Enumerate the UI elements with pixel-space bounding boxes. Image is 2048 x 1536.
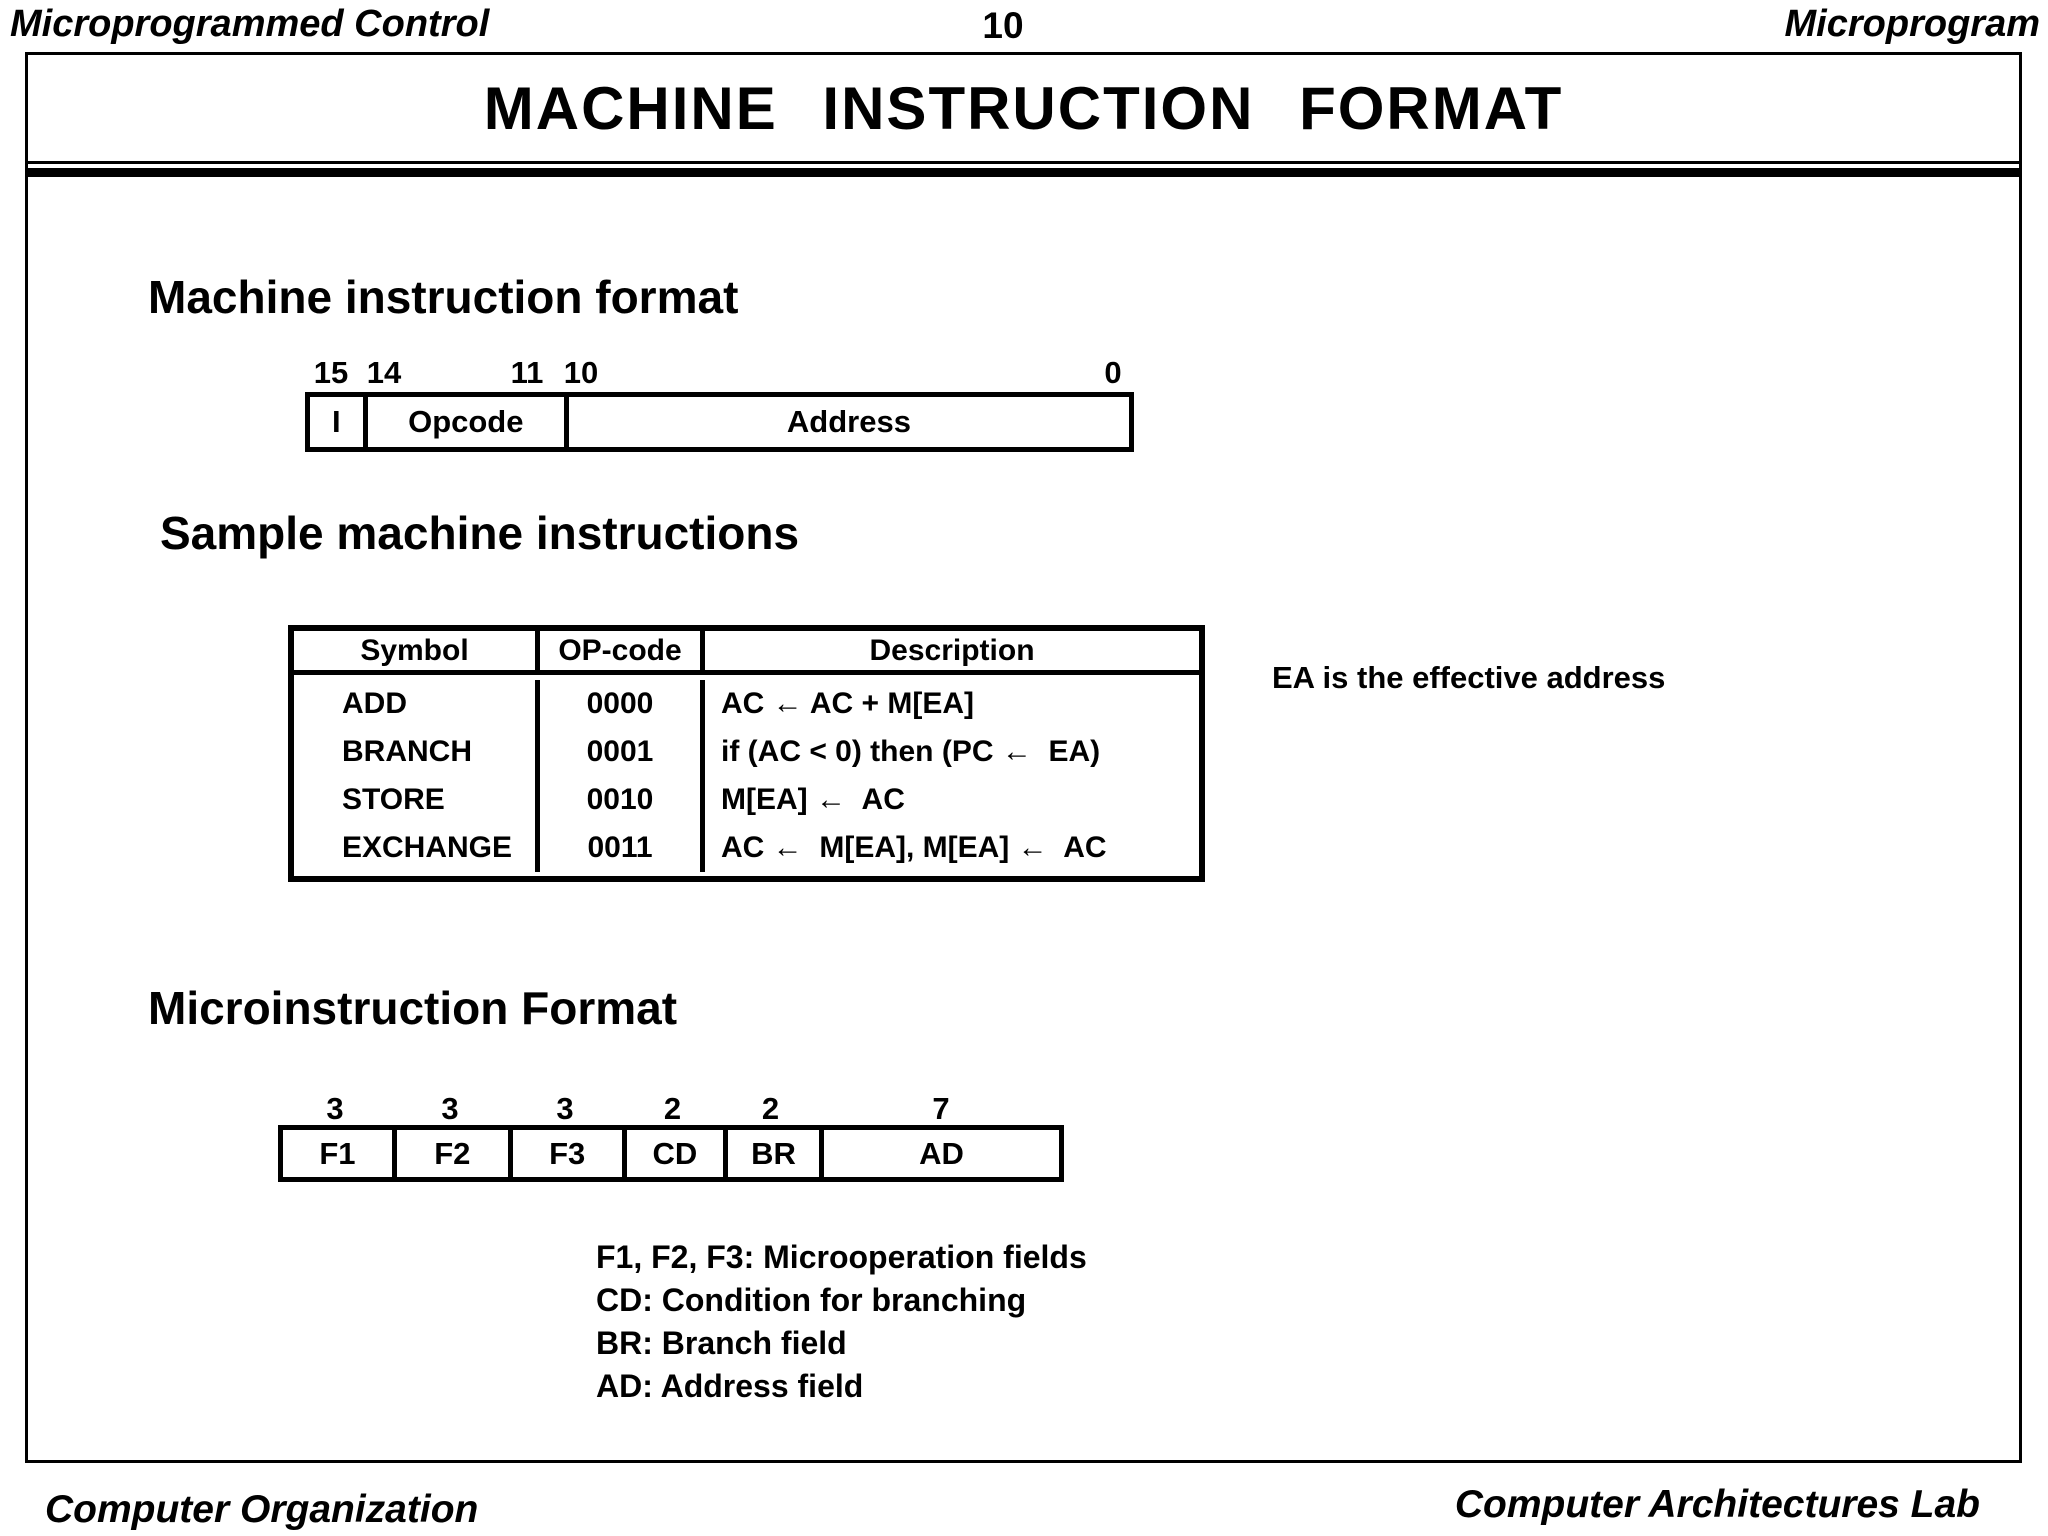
machine-instruction-bitfield: I Opcode Address bbox=[305, 392, 1134, 452]
field-f3: F3 bbox=[513, 1130, 627, 1177]
table-row: ADD 0000 AC ← AC + M[EA] bbox=[294, 680, 1199, 728]
bit-label-15: 15 bbox=[313, 355, 349, 390]
cell-description: M[EA] ← AC bbox=[721, 783, 905, 816]
field-ad: AD bbox=[919, 1135, 964, 1171]
micro-bit-widths: 3 3 3 2 2 7 bbox=[278, 1091, 1064, 1127]
table-row: STORE 0010 M[EA] ← AC bbox=[294, 776, 1199, 824]
column-header-opcode: OP-code bbox=[540, 631, 705, 670]
heading-machine-instruction-format: Machine instruction format bbox=[148, 271, 739, 323]
table-body: ADD 0000 AC ← AC + M[EA] BRANCH 0001 if … bbox=[294, 675, 1199, 876]
bit-width-f3: 3 bbox=[556, 1091, 574, 1126]
footer-lab-name: Computer Architectures Lab bbox=[1454, 1483, 1980, 1526]
cell-symbol: BRANCH bbox=[294, 728, 540, 776]
field-i: I bbox=[310, 397, 368, 447]
field-br: BR bbox=[728, 1130, 824, 1177]
header-course-title: Microprogrammed Control bbox=[10, 3, 490, 45]
bit-label-0: 0 bbox=[1104, 355, 1122, 390]
cell-symbol: EXCHANGE bbox=[294, 824, 540, 872]
page-number: 10 bbox=[982, 5, 1024, 46]
header-topic: Microprogram bbox=[1784, 3, 2040, 45]
title-band: MACHINE INSTRUCTION FORMAT bbox=[28, 55, 2019, 164]
microinstruction-bitfield: F1 F2 F3 CD BR AD bbox=[278, 1125, 1064, 1182]
cell-description: if (AC < 0) then (PC ← EA) bbox=[721, 735, 1101, 768]
field-legend: F1, F2, F3: Microoperation fields CD: Co… bbox=[596, 1236, 1087, 1408]
cell-opcode: 0001 bbox=[540, 728, 705, 776]
table-header-row: Symbol OP-code Description bbox=[294, 631, 1199, 675]
table-row: EXCHANGE 0011 AC ← M[EA], M[EA] ← AC bbox=[294, 824, 1199, 872]
cell-symbol: ADD bbox=[294, 680, 540, 728]
cell-opcode: 0011 bbox=[540, 824, 705, 872]
field-opcode: Opcode bbox=[368, 397, 569, 447]
cell-opcode: 0000 bbox=[540, 680, 705, 728]
column-header-description: Description bbox=[869, 633, 1035, 667]
bit-width-br: 2 bbox=[761, 1091, 780, 1126]
title-rule bbox=[28, 168, 2019, 177]
sample-instructions-table: Symbol OP-code Description ADD 0000 AC ←… bbox=[288, 625, 1205, 882]
cell-description: AC ← M[EA], M[EA] ← AC bbox=[721, 831, 1107, 864]
cell-description: AC ← AC + M[EA] bbox=[721, 687, 975, 720]
legend-microoperation-fields: F1, F2, F3: Microoperation fields bbox=[596, 1239, 1087, 1275]
legend-branch-field: BR: Branch field bbox=[596, 1325, 847, 1361]
bit-width-cd: 2 bbox=[663, 1091, 682, 1126]
column-header-symbol: Symbol bbox=[294, 631, 540, 670]
bit-width-ad: 7 bbox=[932, 1091, 950, 1126]
footer-course-name: Computer Organization bbox=[45, 1488, 479, 1531]
slide-title: MACHINE INSTRUCTION FORMAT bbox=[483, 74, 1564, 142]
effective-address-note: EA is the effective address bbox=[1272, 660, 1666, 695]
bit-width-f1: 3 bbox=[326, 1091, 344, 1126]
legend-address-field: AD: Address field bbox=[596, 1368, 864, 1404]
field-cd: CD bbox=[627, 1130, 729, 1177]
table-row: BRANCH 0001 if (AC < 0) then (PC ← EA) bbox=[294, 728, 1199, 776]
field-f1: F1 bbox=[283, 1130, 397, 1177]
heading-microinstruction-format: Microinstruction Format bbox=[148, 982, 678, 1034]
bit-label-10: 10 bbox=[563, 355, 599, 390]
field-f2: F2 bbox=[397, 1130, 513, 1177]
bit-width-f2: 3 bbox=[441, 1091, 459, 1126]
cell-opcode: 0010 bbox=[540, 776, 705, 824]
heading-sample-machine-instructions: Sample machine instructions bbox=[160, 507, 800, 559]
bit-label-11: 11 bbox=[510, 355, 544, 390]
legend-condition-field: CD: Condition for branching bbox=[596, 1282, 1027, 1318]
cell-symbol: STORE bbox=[294, 776, 540, 824]
bit-label-14: 14 bbox=[366, 355, 402, 390]
slide-frame: MACHINE INSTRUCTION FORMAT bbox=[25, 52, 2022, 1463]
field-address: Address bbox=[786, 404, 911, 439]
